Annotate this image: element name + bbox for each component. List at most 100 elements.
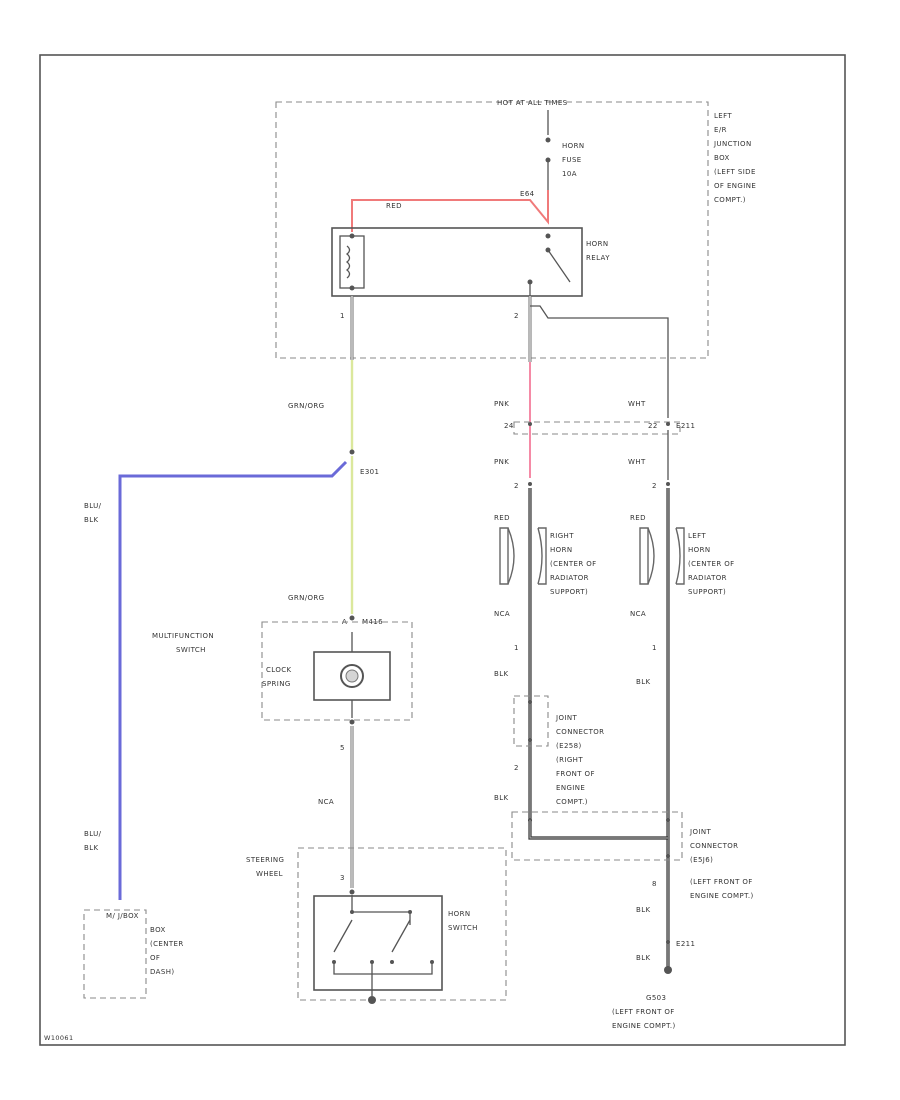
engine-junction-box-label: LEFT E/R JUNCTION BOX (LEFT SIDE OF ENGI…: [713, 112, 756, 204]
svg-text:SUPPORT): SUPPORT): [688, 588, 726, 596]
svg-text:SUPPORT): SUPPORT): [550, 588, 588, 596]
svg-text:LEFT: LEFT: [688, 532, 706, 540]
svg-text:CONNECTOR: CONNECTOR: [556, 728, 604, 736]
m-junction-box-outline: [83, 909, 147, 999]
m-junction-box-label: M/ J/BOX BOX (CENTER OF DASH): [106, 912, 184, 976]
wire-red-r-label: RED: [494, 514, 510, 522]
red-wire: [351, 190, 549, 232]
steering-label-1: STEERING: [246, 856, 284, 864]
right-horn: RIGHT HORN (CENTER OF RADIATOR SUPPORT): [499, 527, 596, 596]
svg-text:(E258): (E258): [556, 742, 582, 750]
svg-text:M/ J/BOX: M/ J/BOX: [106, 912, 139, 920]
svg-text:JUNCTION: JUNCTION: [713, 140, 752, 148]
wire-blk-gnd2-label: BLK: [636, 954, 651, 962]
svg-text:(LEFT FRONT OF: (LEFT FRONT OF: [690, 878, 753, 886]
horn-relay: HORN RELAY: [331, 227, 610, 297]
pin-e64-label: E64: [520, 190, 535, 198]
svg-text:HORN: HORN: [448, 910, 470, 918]
svg-text:(LEFT FRONT OF: (LEFT FRONT OF: [612, 1008, 675, 1016]
svg-text:RADIATOR: RADIATOR: [550, 574, 589, 582]
relay-pin-1: 1: [340, 312, 345, 320]
footer-code: W10061: [44, 1034, 74, 1042]
wire-blu-blk-bot-1: BLU/: [84, 830, 102, 838]
svg-text:ENGINE COMPT.): ENGINE COMPT.): [690, 892, 754, 900]
joint-connector-lower-outline: [511, 811, 683, 861]
svg-text:HORN: HORN: [562, 142, 584, 150]
svg-text:G503: G503: [646, 994, 666, 1002]
pin-22-label: 22: [648, 422, 658, 430]
steering-label-2: WHEEL: [256, 870, 283, 878]
pin-8-label: 8: [652, 880, 657, 888]
ground-label: G503 (LEFT FRONT OF ENGINE COMPT.): [612, 994, 676, 1030]
svg-text:SPRING: SPRING: [262, 680, 291, 688]
jc-bridge-wire: [528, 820, 668, 840]
wire-pnk-2-label: PNK: [494, 458, 509, 466]
svg-text:COMPT.): COMPT.): [714, 196, 746, 204]
pin-24-label: 24: [504, 422, 514, 430]
svg-text:ENGINE: ENGINE: [556, 784, 585, 792]
wire-grn-org-label: GRN/ORG: [288, 402, 324, 410]
wire-blk-l-label: BLK: [636, 678, 651, 686]
wire-grn-org-2-label: GRN/ORG: [288, 594, 324, 602]
svg-text:ENGINE COMPT.): ENGINE COMPT.): [612, 1022, 676, 1030]
svg-text:CLOCK: CLOCK: [266, 666, 292, 674]
svg-text:BOX: BOX: [150, 926, 166, 934]
svg-text:HORN: HORN: [688, 546, 710, 554]
relay-pin-2: 2: [514, 312, 519, 320]
outer-frame: [39, 54, 846, 1046]
pin-3-label: 3: [340, 874, 345, 882]
joint-connector-upper-label: JOINT CONNECTOR (E258) (RIGHT FRONT OF E…: [555, 714, 604, 806]
e211-connector-outline: [513, 421, 681, 435]
wire-nca-l-label: NCA: [630, 610, 646, 618]
svg-text:BOX: BOX: [714, 154, 730, 162]
horn-pin-1b: 1: [652, 644, 657, 652]
horn-fuse: HORN FUSE 10A: [545, 110, 584, 190]
wire-wht-1-label: WHT: [628, 400, 646, 408]
svg-text:LEFT: LEFT: [714, 112, 732, 120]
horn-pin-1a: 1: [514, 644, 519, 652]
svg-text:RELAY: RELAY: [586, 254, 610, 262]
ground-g503: [664, 966, 672, 974]
svg-text:COMPT.): COMPT.): [556, 798, 588, 806]
svg-text:HORN: HORN: [586, 240, 608, 248]
svg-text:RADIATOR: RADIATOR: [688, 574, 727, 582]
svg-text:10A: 10A: [562, 170, 577, 178]
blu-blk-wire: [118, 460, 348, 900]
hot-at-all-times-label: HOT AT ALL TIMES: [497, 99, 568, 107]
horn-switch: HORN SWITCH: [313, 889, 478, 1004]
svg-text:HORN: HORN: [550, 546, 572, 554]
svg-text:JOINT: JOINT: [555, 714, 577, 722]
conn-e211-label: E211: [676, 422, 695, 430]
svg-text:(E5J6): (E5J6): [690, 856, 713, 864]
wire-pnk-1-label: PNK: [494, 400, 509, 408]
multifunction-label-2: SWITCH: [176, 646, 206, 654]
svg-text:(RIGHT: (RIGHT: [556, 756, 583, 764]
multifunction-switch-outline: [261, 621, 413, 721]
pin-2c-label: 2: [514, 764, 519, 772]
wire-nca-r-label: NCA: [494, 610, 510, 618]
left-horn: LEFT HORN (CENTER OF RADIATOR SUPPORT): [639, 527, 735, 596]
wire-blk-gnd-label: BLK: [636, 906, 651, 914]
white-wire-branch: [530, 305, 669, 418]
engine-junction-box-outline: [275, 101, 709, 359]
multifunction-label-1: MULTIFUNCTION: [152, 632, 214, 640]
wire-blk-mid-label: BLK: [494, 794, 509, 802]
wire-blu-blk-top-1: BLU/: [84, 502, 102, 510]
wire-blu-blk-top-2: BLK: [84, 516, 99, 524]
svg-text:FRONT OF: FRONT OF: [556, 770, 595, 778]
wire-red-label: RED: [386, 202, 402, 210]
wire-blu-blk-bot-2: BLK: [84, 844, 99, 852]
horn-pin-2a: 2: [514, 482, 519, 490]
svg-text:SWITCH: SWITCH: [448, 924, 478, 932]
conn-e301-label: E301: [360, 468, 379, 476]
joint-connector-upper-outline: [513, 695, 549, 747]
svg-text:JOINT: JOINT: [689, 828, 711, 836]
svg-text:(CENTER: (CENTER: [150, 940, 184, 948]
svg-text:OF ENGINE: OF ENGINE: [714, 182, 756, 190]
svg-text:(CENTER OF: (CENTER OF: [688, 560, 735, 568]
svg-text:RIGHT: RIGHT: [550, 532, 574, 540]
svg-text:E/R: E/R: [714, 126, 727, 134]
svg-text:DASH): DASH): [150, 968, 175, 976]
conn-e211b-label: E211: [676, 940, 695, 948]
